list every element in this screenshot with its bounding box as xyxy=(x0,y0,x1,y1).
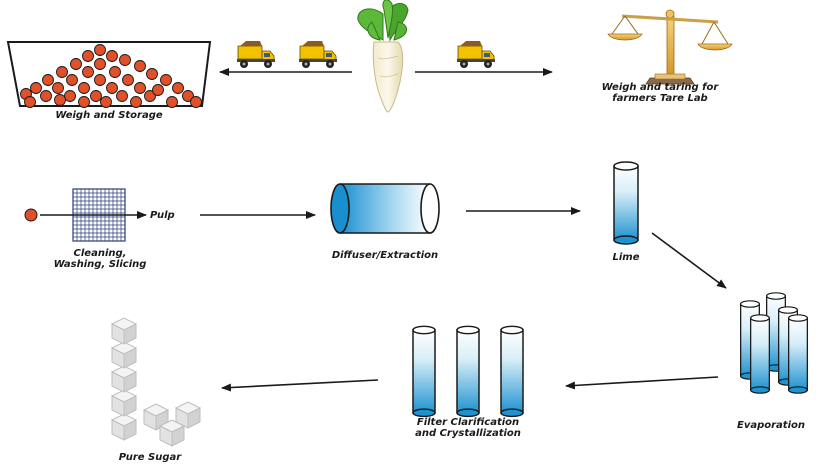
arrow-to-evaporation xyxy=(651,232,727,289)
label-filter-line1: Filter Clarification xyxy=(416,417,520,428)
beet-icon xyxy=(106,50,118,62)
dump-truck-icon xyxy=(236,40,276,69)
beet-icon xyxy=(106,82,118,94)
beet-icon xyxy=(109,66,121,78)
label-filter: Filter Clarification and Crystallization xyxy=(395,417,541,439)
beet-icon xyxy=(24,96,36,108)
diffuser-cylinder-icon xyxy=(330,183,440,234)
balance-scale-icon xyxy=(607,9,733,85)
beet-icon xyxy=(82,66,94,78)
beet-pile xyxy=(20,44,202,108)
label-pure-sugar: Pure Sugar xyxy=(118,452,182,463)
beet-icon xyxy=(134,82,146,94)
label-weigh-taring: Weigh and taring for farmers Tare Lab xyxy=(585,82,735,104)
beet-icon xyxy=(40,90,52,102)
beet-icon xyxy=(94,74,106,86)
dump-truck-icon xyxy=(456,40,496,69)
label-weigh-taring-line2: farmers Tare Lab xyxy=(612,93,708,104)
label-cleaning-line1: Cleaning, xyxy=(73,248,127,259)
beet-icon xyxy=(146,68,158,80)
beet-icon xyxy=(134,60,146,72)
label-lime: Lime xyxy=(612,252,640,263)
beet-icon xyxy=(190,96,202,108)
beet-icon xyxy=(94,44,106,56)
sugar-cubes-icon xyxy=(111,317,201,447)
beet-icon xyxy=(54,94,66,106)
label-diffuser: Diffuser/Extraction xyxy=(331,250,439,261)
storage-bin-icon xyxy=(6,41,212,108)
beet-icon xyxy=(66,74,78,86)
arrow-to-pure-sugar xyxy=(221,379,379,392)
arrow-to-filter xyxy=(565,376,719,390)
label-weigh-storage: Weigh and Storage xyxy=(55,110,163,121)
beet-icon xyxy=(94,58,106,70)
beet-icon xyxy=(78,96,90,108)
beet-icon xyxy=(64,90,76,102)
beet-icon xyxy=(116,90,128,102)
beet-icon xyxy=(56,66,68,78)
beet-input-icon xyxy=(24,208,38,222)
beet-icon xyxy=(52,82,64,94)
label-pulp: Pulp xyxy=(150,210,175,221)
beet-icon xyxy=(182,90,194,102)
beet-icon xyxy=(172,82,184,94)
beet-icon xyxy=(78,82,90,94)
sugar-beet-icon xyxy=(357,0,409,113)
beet-icon xyxy=(70,58,82,70)
label-evaporation: Evaporation xyxy=(736,420,805,431)
beet-icon xyxy=(152,84,164,96)
label-cleaning: Cleaning, Washing, Slicing xyxy=(30,248,170,270)
beet-icon xyxy=(166,96,178,108)
label-cleaning-line2: Washing, Slicing xyxy=(53,259,147,270)
beet-icon xyxy=(100,96,112,108)
beet-icon xyxy=(90,90,102,102)
beet-icon xyxy=(160,74,172,86)
beet-icon xyxy=(119,54,131,66)
evaporator-tubes-icon xyxy=(740,292,808,394)
beet-icon xyxy=(30,82,42,94)
beet-icon xyxy=(122,74,134,86)
beet-icon xyxy=(130,96,142,108)
beet-icon xyxy=(144,90,156,102)
lime-tube-icon xyxy=(613,161,639,245)
dump-truck-icon xyxy=(298,40,338,69)
beet-icon xyxy=(42,74,54,86)
label-weigh-taring-line1: Weigh and taring for xyxy=(601,82,719,93)
filter-tubes-icon xyxy=(412,325,524,418)
beet-icon xyxy=(82,50,94,62)
label-filter-line2: and Crystallization xyxy=(415,428,521,439)
